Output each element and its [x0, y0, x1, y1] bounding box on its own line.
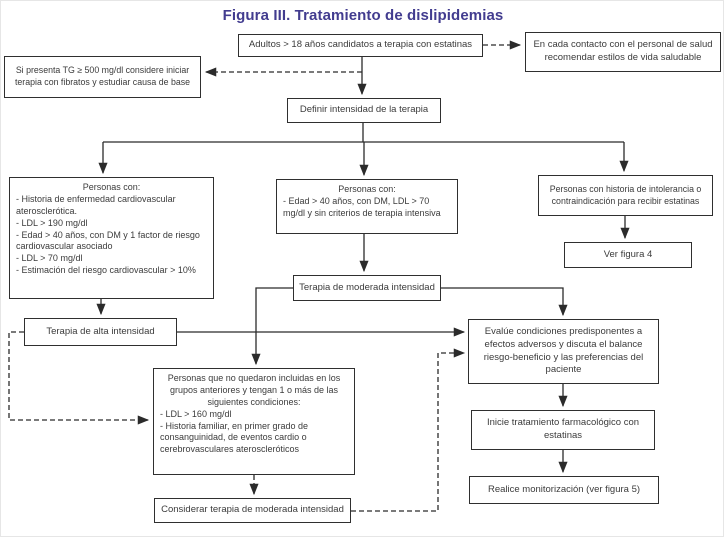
node-fibratos: Si presenta TG ≥ 500 mg/dl considere ini…: [4, 56, 201, 98]
node-grupo-otros-item: - Historia familiar, en primer grado de …: [160, 420, 309, 455]
arrow-considerar-to-evalue: [351, 348, 466, 512]
node-terapia-moderada: Terapia de moderada intensidad: [293, 275, 441, 301]
arrow-terapia-moderada-to-grupo-otros: [251, 287, 293, 366]
node-grupo-otros-item: - LDL > 160 mg/dl: [160, 408, 232, 419]
node-grupo-moderada-item: - Edad > 40 años, con DM, LDL > 70 mg/dl…: [283, 195, 441, 218]
node-ver-figura4: Ver figura 4: [564, 242, 692, 268]
node-terapia-alta: Terapia de alta intensidad: [24, 318, 177, 346]
node-grupo-alta-item: - Edad > 40 años, con DM y 1 factor de r…: [16, 229, 200, 252]
node-grupo-otros-title: Personas que no quedaron incluidas en lo…: [167, 373, 341, 407]
node-definir: Definir intensidad de la terapia: [287, 98, 441, 123]
node-grupo-alta-title: Personas con:: [82, 182, 141, 192]
node-grupo-alta-item: - Historia de enfermedad cardiovascular …: [16, 193, 176, 216]
node-grupo-alta-item: - LDL > 70 mg/dl: [16, 253, 83, 264]
node-inicie: Inicie tratamiento farmacológico con est…: [471, 410, 655, 450]
node-considerar: Considerar terapia de moderada intensida…: [154, 498, 351, 523]
node-grupo-alta-item: - LDL > 190 mg/dl: [16, 217, 88, 228]
node-grupo-moderada-title: Personas con:: [338, 184, 396, 194]
node-grupo-moderada: Personas con: - Edad > 40 años, con DM, …: [276, 179, 458, 234]
node-adultos: Adultos > 18 años candidatos a terapia c…: [238, 34, 483, 57]
arrow-terapia-moderada-to-evalue: [441, 287, 568, 317]
figure-title: Figura III. Tratamiento de dislipidemias: [222, 7, 504, 24]
node-grupo-otros: Personas que no quedaron incluidas en lo…: [153, 368, 355, 475]
node-grupo-alta: Personas con: - Historia de enfermedad c…: [9, 177, 214, 299]
node-evalue: Evalúe condiciones predisponentes a efec…: [468, 319, 659, 384]
node-realice: Realice monitorización (ver figura 5): [469, 476, 659, 504]
node-grupo-alta-item: - Estimación del riesgo cardiovascular >…: [16, 265, 196, 276]
arrow-terapia-alta-to-grupo-otros: [8, 331, 150, 425]
node-contacto: En cada contacto con el personal de salu…: [525, 32, 721, 72]
node-grupo-intolerancia: Personas con historia de intolerancia o …: [538, 175, 713, 216]
